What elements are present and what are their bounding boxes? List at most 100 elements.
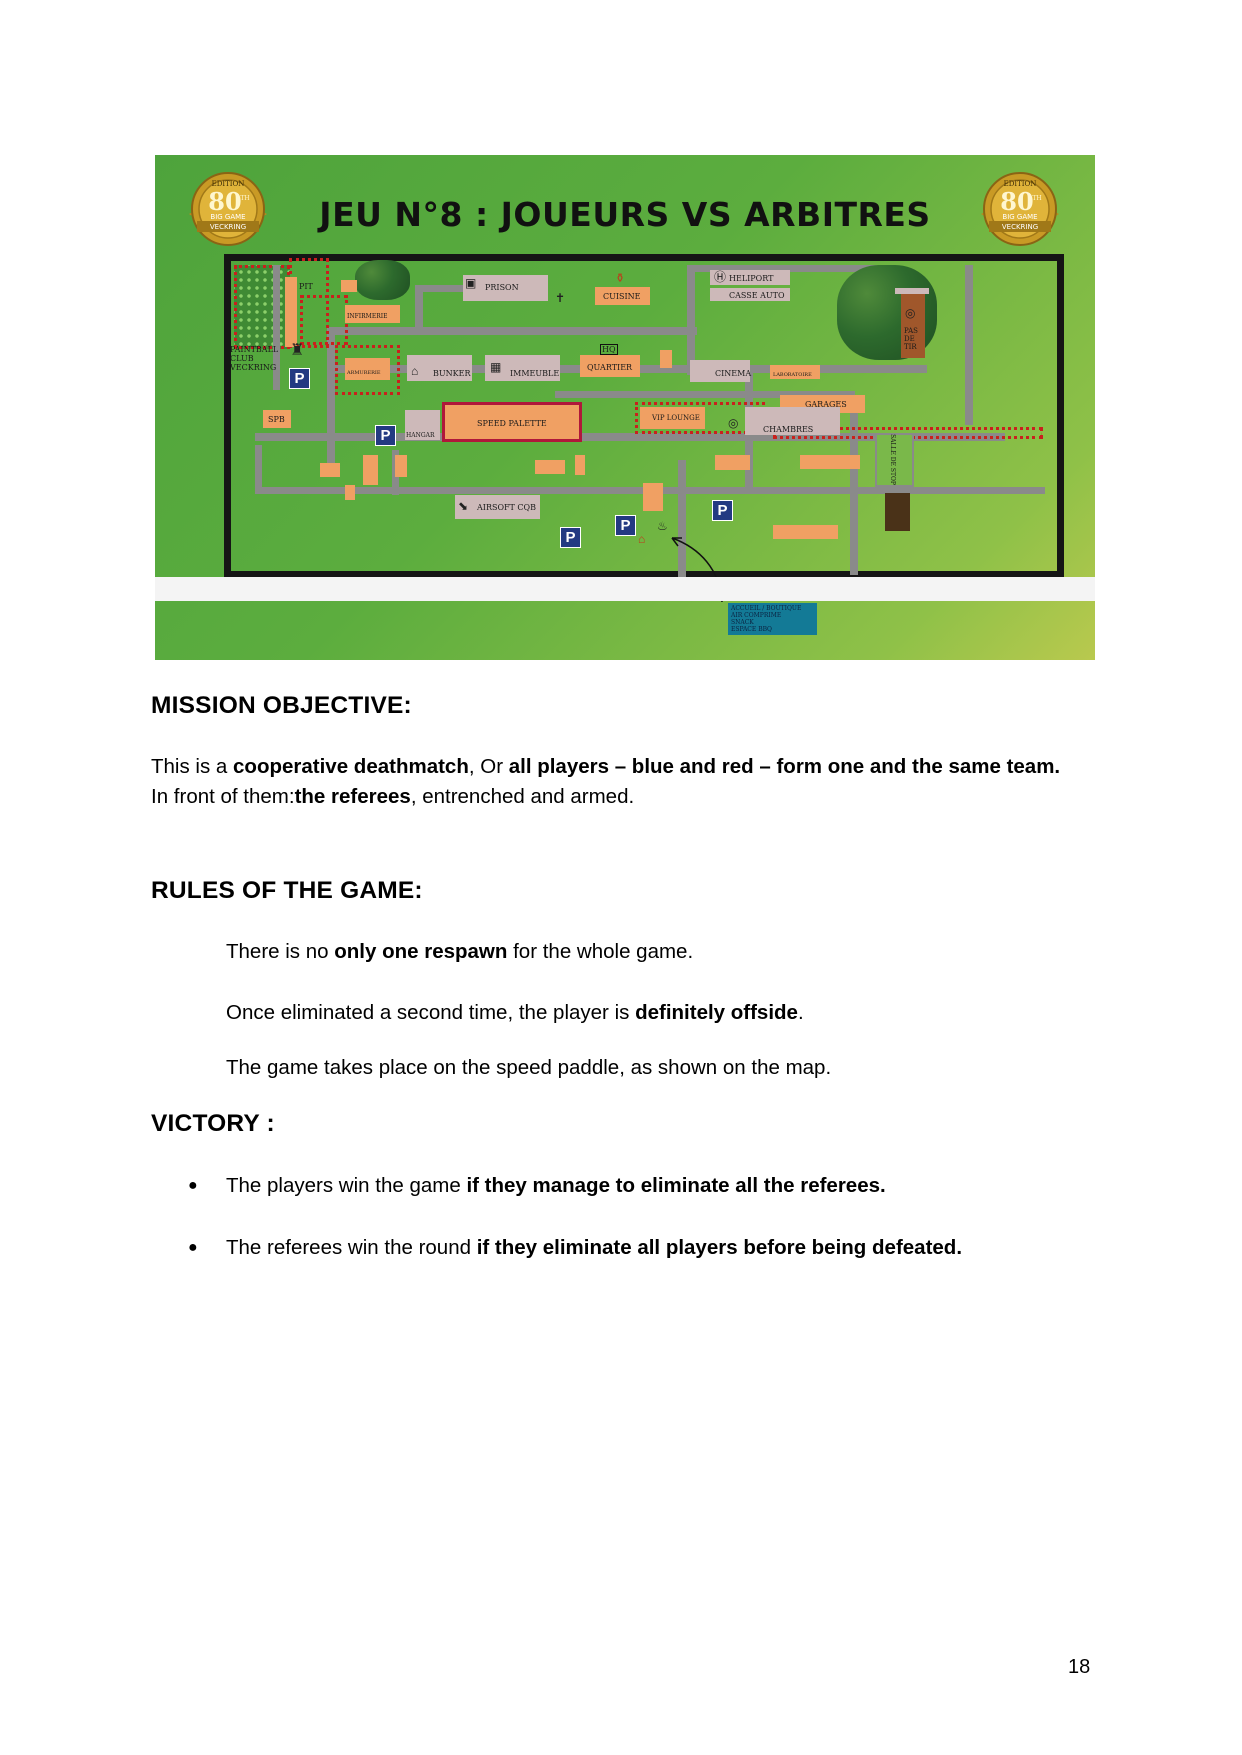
building-icon: ▦ [490,360,502,374]
road [850,410,858,575]
building-vip-lounge [640,407,705,429]
mission-text: , Or [468,755,509,778]
medal-line1: EDITION [1004,180,1037,188]
mission-text: , entrenched and armed. [410,785,635,808]
building-airsoft-cqb [455,495,540,519]
medal-line1: EDITION [212,180,245,188]
road-strip [155,577,1095,601]
building-pas-de-tir [901,293,925,358]
building-pit [285,277,297,347]
building-south [773,525,838,539]
rule-text: Once eliminated a second time, the playe… [226,1001,636,1024]
label-quartier: QUARTIER [587,363,633,372]
target-icon: ◎ [728,416,739,430]
rule-text: The game takes place on the speed paddle… [226,1056,832,1079]
map-title: JEU N°8 : JOUEURS VS ARBITRES [319,195,931,234]
road [965,265,973,425]
parking-sign: P [560,527,581,548]
rule-item: Once eliminated a second time, the playe… [226,1001,804,1025]
victory-heading: VICTORY : [151,1110,275,1137]
victory-bold: if they eliminate all players before bei… [476,1236,963,1259]
building-salle-de-stop [875,433,914,487]
game-map: EDITION 80 TH BIG GAME VECKRING EDITION … [155,155,1095,660]
label-garages: GARAGES [805,400,847,409]
mission-bold: all players – blue and red – form one an… [508,755,1061,778]
bullet-icon: ● [188,1239,198,1256]
label-chambres: CHAMBRES [763,425,814,434]
label-speed-palette: SPEED PALETTE [477,419,547,428]
building-infirmerie [345,305,400,323]
mission-text: This is a [151,755,234,778]
building-south [715,455,750,470]
victory-item: The referees win the round if they elimi… [226,1236,962,1260]
road [327,327,697,335]
rule-text: There is no [226,940,335,963]
label-airsoft-cqb: AIRSOFT CQB [477,503,536,512]
label-prison: PRISON [485,283,519,292]
victory-text: The players win the game [226,1174,467,1197]
medal-line3: VECKRING [210,223,246,231]
building-small-east [660,350,672,368]
road [678,460,686,580]
bullet-icon: ● [188,1177,198,1194]
building-quartier [580,355,640,377]
building-hangar [405,410,440,440]
airsoft-icon: ⬊ [458,499,469,513]
medal-suffix: TH [240,195,249,202]
road [327,327,335,467]
target-icon: ◎ [905,306,916,320]
rule-text: . [797,1001,804,1024]
building-small [341,280,357,292]
building-south [395,455,407,477]
accueil-line: ESPACE BBQ [731,626,772,633]
rule-item: There is no only one respawn for the who… [226,940,693,964]
forest-small [355,260,410,300]
mission-text: In front of them: [151,785,295,808]
label-pit: PIT [299,282,313,291]
medal-number: 80 [208,187,241,216]
zone-armurerie [335,345,400,395]
road [255,433,1005,441]
label-laboratoire: LABORATOIRE [773,372,812,378]
label-spb: SPB [268,415,285,424]
accueil-line: AIR COMPRIME [731,612,782,619]
castle-icon: ♜ [290,342,305,359]
medal-number: 80 [1000,187,1033,216]
medal-suffix: TH [1032,195,1041,202]
rule-bold: only one respawn [334,940,508,963]
bunker-icon: ⌂ [411,364,419,378]
building-south [575,455,585,475]
parking-sign: P [375,425,396,446]
building-bunker [407,355,472,381]
road [687,265,695,375]
building-laboratoire [770,365,820,379]
building-pas-de-tir-roof [895,288,929,294]
victory-item: The players win the game if they manage … [226,1174,886,1198]
label-cuisine: CUISINE [603,292,641,301]
parking-sign: P [289,368,310,389]
medal-badge-left: EDITION 80 TH BIG GAME VECKRING [189,172,267,246]
building-dark [885,493,910,531]
building-spb [263,410,291,428]
speed-palette-zone [442,402,582,442]
helipad-icon: Ⓗ [714,270,727,284]
road [415,285,423,335]
label-armurerie: ARMURERIE [347,370,381,376]
label-cinema: CINEMA [715,369,752,378]
mission-bold: the referees [294,785,411,808]
rules-heading: RULES OF THE GAME: [151,877,423,904]
road [555,391,855,398]
building-south [535,460,565,474]
building-south [643,483,663,511]
rule-bold: definitely offside [635,1001,798,1024]
label-salle-de-stop: SALLE DE STOP [888,434,896,485]
prison-icon: ▣ [465,276,477,290]
page-number: 18 [1068,1656,1091,1678]
accueil-line: ACCUEIL / BOUTIQUE [731,605,802,612]
home-icon: ⌂ [638,532,646,546]
medal-line3: VECKRING [1002,223,1038,231]
label-paintball-club: PAINTBALL CLUB VECKRING [230,345,279,372]
cooking-pot-icon: ⚱ [615,271,626,285]
mission-paragraph: This is a cooperative deathmatch, Or all… [151,752,1081,812]
building-chambres [745,407,840,435]
